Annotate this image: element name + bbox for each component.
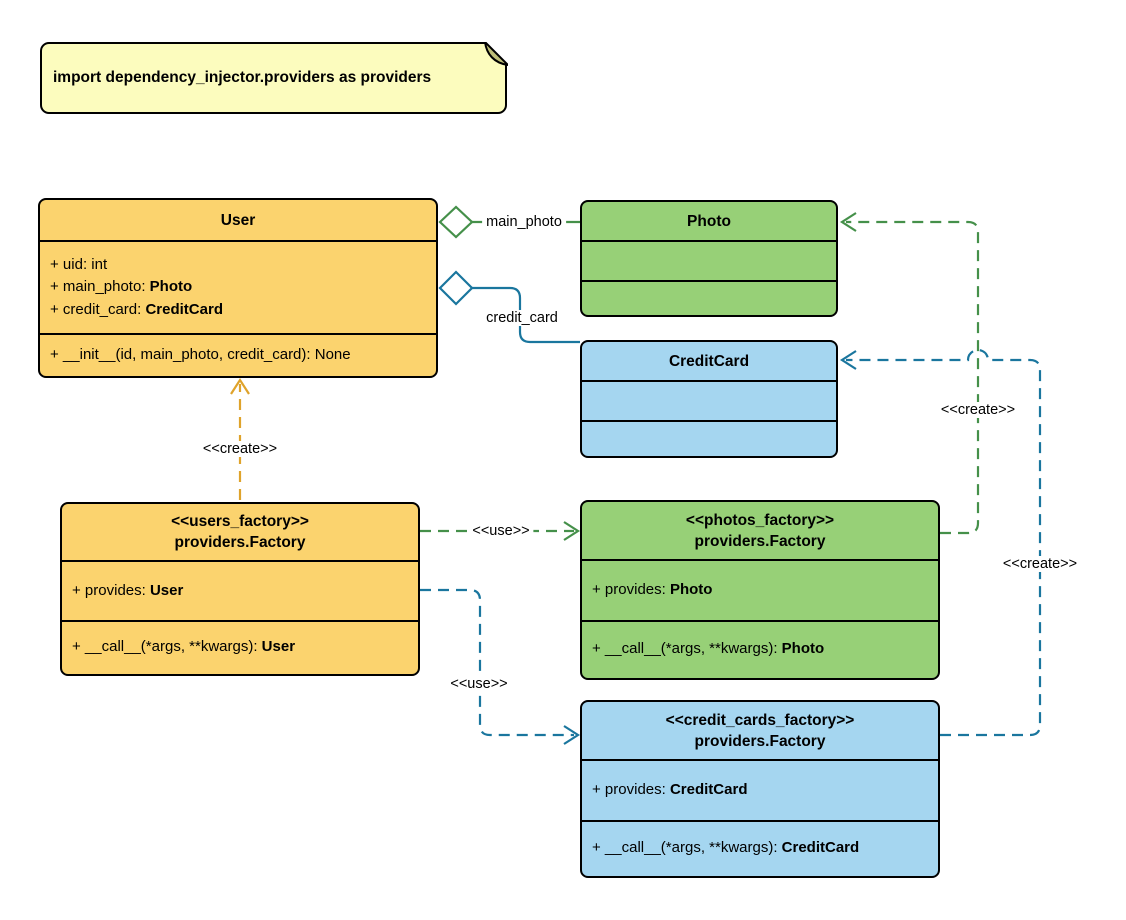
edge-label-create-user: <<create>> bbox=[198, 441, 282, 457]
class-name: User bbox=[220, 211, 256, 229]
class-creditcard-title: CreditCard bbox=[582, 342, 836, 380]
class-credit-cards-factory-title: <<credit_cards_factory>> providers.Facto… bbox=[582, 702, 938, 759]
class-name: providers.Factory bbox=[174, 534, 306, 551]
class-name: CreditCard bbox=[668, 352, 750, 370]
class-photos-factory-methods: + __call__(*args, **kwargs): Photo bbox=[582, 620, 938, 677]
create-edge-user-arrowhead bbox=[230, 377, 250, 395]
class-photo-attributes bbox=[582, 240, 836, 280]
attribute-row: + credit_card: CreditCard bbox=[50, 300, 223, 318]
class-photo-methods bbox=[582, 280, 836, 315]
note-fold-icon bbox=[483, 41, 508, 66]
class-creditcard-attributes bbox=[582, 380, 836, 420]
class-credit-cards-factory: <<credit_cards_factory>> providers.Facto… bbox=[580, 700, 940, 878]
create-edge-credit-card-line bbox=[846, 348, 1042, 737]
class-photos-factory: <<photos_factory>> providers.Factory + p… bbox=[580, 500, 940, 680]
class-name: providers.Factory bbox=[694, 532, 826, 550]
edge-label-credit-card: credit_card bbox=[482, 310, 562, 326]
method-row: + __call__(*args, **kwargs): Photo bbox=[592, 640, 825, 658]
class-stereotype: <<users_factory>> bbox=[171, 513, 309, 530]
note: import dependency_injector.providers as … bbox=[40, 41, 508, 114]
use-edge-photos-factory-arrowhead bbox=[563, 521, 581, 541]
create-edge-credit-card-arrowhead bbox=[839, 350, 857, 370]
create-edge-photo-arrowhead bbox=[839, 212, 857, 232]
class-photo: Photo bbox=[580, 200, 838, 317]
class-name: providers.Factory bbox=[694, 732, 826, 750]
edge-label-main-photo: main_photo bbox=[482, 214, 566, 230]
method-row: + __call__(*args, **kwargs): CreditCard bbox=[592, 839, 860, 857]
class-photos-factory-attributes: + provides: Photo bbox=[582, 559, 938, 620]
class-creditcard-methods bbox=[582, 420, 836, 456]
create-edge-photo-line bbox=[846, 220, 980, 535]
method-row: + __call__(*args, **kwargs): User bbox=[72, 638, 296, 656]
attribute-row: + main_photo: Photo bbox=[50, 278, 193, 296]
class-stereotype: <<credit_cards_factory>> bbox=[665, 711, 855, 729]
class-photos-factory-title: <<photos_factory>> providers.Factory bbox=[582, 502, 938, 559]
edge-label-use-credit-cards-factory: <<use>> bbox=[446, 676, 512, 692]
edge-label-create-credit-card: <<create>> bbox=[998, 556, 1082, 572]
class-users-factory: <<users_factory>> providers.Factory + pr… bbox=[60, 502, 420, 676]
class-users-factory-methods: + __call__(*args, **kwargs): User bbox=[62, 620, 418, 673]
class-credit-cards-factory-attributes: + provides: CreditCard bbox=[582, 759, 938, 820]
class-user-attributes: + uid: int + main_photo: Photo + credit_… bbox=[40, 240, 436, 333]
edge-label-use-photos-factory: <<use>> bbox=[468, 523, 534, 539]
note-text: import dependency_injector.providers as … bbox=[53, 69, 432, 86]
class-user: User + uid: int + main_photo: Photo + cr… bbox=[38, 198, 438, 378]
class-users-factory-title: <<users_factory>> providers.Factory bbox=[62, 504, 418, 560]
class-user-title: User bbox=[40, 200, 436, 240]
class-users-factory-attributes: + provides: User bbox=[62, 560, 418, 620]
aggregation-main-photo-diamond bbox=[438, 205, 474, 239]
use-edge-credit-cards-factory-line bbox=[420, 588, 574, 737]
attribute-row: + provides: User bbox=[72, 581, 184, 599]
edge-label-create-photo: <<create>> bbox=[936, 402, 1020, 418]
method-row: + __init__(id, main_photo, credit_card):… bbox=[50, 346, 351, 364]
aggregation-credit-card-diamond bbox=[438, 270, 474, 306]
attribute-row: + provides: Photo bbox=[592, 581, 713, 599]
class-photo-title: Photo bbox=[582, 202, 836, 240]
class-stereotype: <<photos_factory>> bbox=[685, 511, 835, 529]
class-name: Photo bbox=[687, 212, 731, 230]
class-creditcard: CreditCard bbox=[580, 340, 838, 458]
attribute-row: + uid: int bbox=[50, 255, 108, 273]
use-edge-credit-cards-factory-arrowhead bbox=[563, 725, 581, 745]
attribute-row: + provides: CreditCard bbox=[592, 781, 748, 799]
class-user-methods: + __init__(id, main_photo, credit_card):… bbox=[40, 333, 436, 376]
class-credit-cards-factory-methods: + __call__(*args, **kwargs): CreditCard bbox=[582, 820, 938, 875]
